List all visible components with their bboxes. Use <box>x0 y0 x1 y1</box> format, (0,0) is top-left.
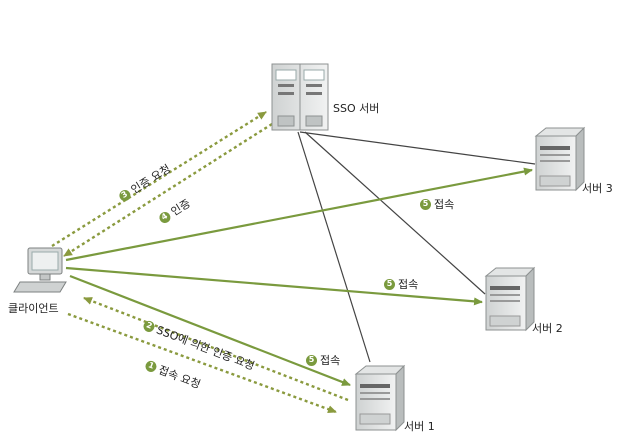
step-sso-auth-request-number: 2 <box>142 318 157 334</box>
arrow-auth-request <box>51 110 267 248</box>
step-access-server2: 5 접속 <box>384 276 418 292</box>
client-label: 클라이언트 <box>8 302 59 315</box>
step-access-server1-text: 접속 <box>320 354 341 367</box>
step-access-server1-number: 5 <box>306 354 317 366</box>
client-computer-icon <box>13 247 67 293</box>
step-access-request-number: 1 <box>144 358 159 374</box>
link-sso-server2 <box>304 131 486 295</box>
server3-label: 서버 3 <box>582 182 613 195</box>
arrow-access-response <box>83 296 349 402</box>
sso-server-icon <box>271 63 329 131</box>
step-access-server2-text: 접속 <box>398 278 419 291</box>
server2-icon <box>484 266 536 332</box>
arrow-client-server2 <box>65 266 483 306</box>
step-access-server3-number: 5 <box>420 198 431 210</box>
step-access-server2-number: 5 <box>384 278 395 290</box>
server1-label: 서버 1 <box>404 420 435 433</box>
link-sso-server1 <box>297 131 371 363</box>
arrow-auth <box>63 122 273 258</box>
arrow-client-server3 <box>65 167 533 262</box>
link-sso-server3 <box>299 131 536 165</box>
step-access-server3: 5 접속 <box>420 196 454 212</box>
arrow-client-server1 <box>69 274 351 387</box>
sso-link-lines <box>297 131 536 363</box>
step-access-server1: 5 접속 <box>306 352 340 368</box>
access-arrows <box>65 167 533 387</box>
sso-server-label: SSO 서버 <box>333 102 380 115</box>
server1-icon <box>354 364 406 432</box>
step-access-server3-text: 접속 <box>434 198 455 211</box>
server3-icon <box>534 126 586 192</box>
server2-label: 서버 2 <box>532 322 563 335</box>
dotted-arrows <box>51 110 349 414</box>
